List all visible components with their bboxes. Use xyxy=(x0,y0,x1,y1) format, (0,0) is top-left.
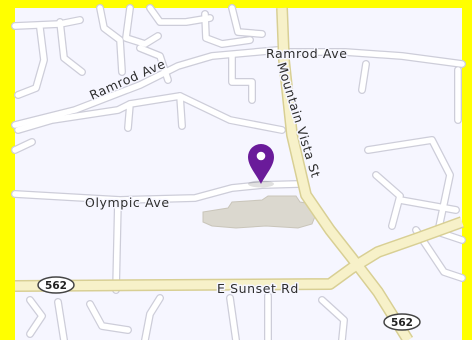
arterials xyxy=(14,7,464,340)
route-shield-west: 562 xyxy=(37,276,75,294)
street-label-e-sunset-rd: E Sunset Rd xyxy=(217,281,299,296)
street-label-olympic-ave: Olympic Ave xyxy=(85,195,170,210)
minor-streets xyxy=(12,5,465,340)
map-pin-icon[interactable] xyxy=(248,144,274,188)
route-shield-east: 562 xyxy=(383,313,421,331)
route-shield-east-number: 562 xyxy=(391,317,413,329)
street-label-ramrod-ave-east: Ramrod Ave xyxy=(266,46,348,61)
route-shield-west-number: 562 xyxy=(45,280,67,292)
